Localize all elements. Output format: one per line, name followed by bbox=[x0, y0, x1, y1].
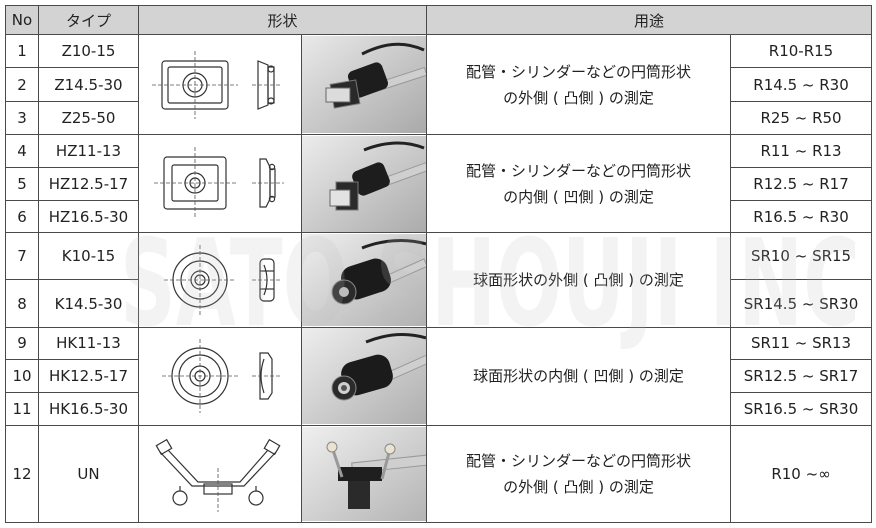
row-type: Z14.5-30 bbox=[38, 67, 139, 102]
row-type: HZ11-13 bbox=[38, 134, 139, 168]
row-type: UN bbox=[38, 424, 139, 524]
k-type-photo-icon bbox=[302, 233, 426, 326]
row-range: R10-R15 bbox=[730, 33, 873, 69]
row-range: R16.5 ~ R30 bbox=[730, 199, 873, 234]
row-no: 2 bbox=[5, 67, 39, 102]
row-type: HZ16.5-30 bbox=[38, 199, 139, 234]
shape-drawing bbox=[138, 33, 302, 136]
table-row: 7 K10-15 bbox=[5, 232, 873, 328]
row-range: SR16.5 ~ SR30 bbox=[730, 391, 873, 426]
usage-line: 配管・シリンダーなどの円筒形状 bbox=[466, 451, 692, 470]
usage-line: 配管・シリンダーなどの円筒形状 bbox=[466, 161, 692, 180]
row-range: SR11 ~ SR13 bbox=[730, 326, 873, 361]
hz-type-photo-icon bbox=[302, 135, 426, 232]
z-type-photo-icon bbox=[302, 36, 426, 134]
row-range: R10 ~∞ bbox=[730, 424, 873, 524]
row-range: R12.5 ~ R17 bbox=[730, 166, 873, 201]
shape-drawing bbox=[138, 326, 302, 426]
row-type: HK12.5-17 bbox=[38, 359, 139, 393]
row-no: 6 bbox=[5, 199, 39, 234]
usage-cell: 球面形状の外側 ( 凸側 ) の測定 bbox=[426, 232, 732, 328]
row-no: 11 bbox=[5, 391, 39, 426]
z-type-drawing-icon bbox=[152, 50, 282, 119]
table-row: 8 K14.5-30 SR14.5 ~ SR30 bbox=[5, 279, 873, 328]
usage-line: 球面形状の外側 ( 凸側 ) の測定 bbox=[473, 270, 684, 289]
shape-drawing bbox=[138, 134, 302, 234]
row-no: 10 bbox=[5, 359, 39, 393]
table-row: 2 Z14.5-30 R14.5 ~ R30 bbox=[5, 67, 873, 102]
un-type-photo-icon bbox=[302, 426, 426, 521]
header-row: No タイプ 形状 用途 bbox=[5, 5, 873, 35]
table-row: 4 HZ11-13 bbox=[5, 134, 873, 234]
row-range: R11 ~ R13 bbox=[730, 134, 873, 168]
un-type-drawing-icon bbox=[155, 438, 281, 512]
usage-cell: 配管・シリンダーなどの円筒形状 の外側 ( 凸側 ) の測定 bbox=[426, 424, 732, 524]
usage-cell: 配管・シリンダーなどの円筒形状 の内側 ( 凹側 ) の測定 bbox=[426, 134, 732, 234]
row-no: 9 bbox=[5, 326, 39, 361]
shape-photo bbox=[300, 232, 428, 328]
table-row: 6 HZ16.5-30 R16.5 ~ R30 bbox=[5, 199, 873, 234]
row-type: K10-15 bbox=[38, 232, 139, 281]
row-type: HZ12.5-17 bbox=[38, 166, 139, 201]
usage-line: 配管・シリンダーなどの円筒形状 bbox=[466, 62, 692, 81]
row-no: 3 bbox=[5, 100, 39, 136]
usage-line: 球面形状の内側 ( 凹側 ) の測定 bbox=[473, 367, 684, 386]
table-row: 12 UN bbox=[5, 424, 873, 524]
row-type: HK16.5-30 bbox=[38, 391, 139, 426]
row-range: SR14.5 ~ SR30 bbox=[730, 279, 873, 328]
usage-line: の内側 ( 凹側 ) の測定 bbox=[503, 187, 654, 206]
spec-table: No タイプ 形状 用途 1 Z10-15 bbox=[5, 5, 873, 524]
row-no: 7 bbox=[5, 232, 39, 281]
row-range: R14.5 ~ R30 bbox=[730, 67, 873, 102]
usage-line: の外側 ( 凸側 ) の測定 bbox=[503, 477, 654, 496]
row-no: 12 bbox=[5, 424, 39, 524]
shape-drawing bbox=[138, 424, 302, 524]
row-range: R25 ~ R50 bbox=[730, 100, 873, 136]
shape-photo bbox=[300, 134, 428, 234]
k-type-drawing-icon bbox=[164, 244, 282, 315]
hk-type-drawing-icon bbox=[162, 339, 282, 414]
row-no: 8 bbox=[5, 279, 39, 328]
hz-type-drawing-icon bbox=[154, 146, 284, 219]
row-no: 1 bbox=[5, 33, 39, 69]
row-type: HK11-13 bbox=[38, 326, 139, 361]
table-row: 9 HK11-13 bbox=[5, 326, 873, 426]
shape-photo bbox=[300, 326, 428, 426]
table-row: 1 Z10-15 bbox=[5, 33, 873, 136]
row-range: SR10 ~ SR15 bbox=[730, 232, 873, 281]
header-usage: 用途 bbox=[426, 5, 873, 35]
header-no: No bbox=[5, 5, 39, 35]
hk-type-photo-icon bbox=[302, 328, 426, 425]
table-row: 3 Z25-50 R25 ~ R50 bbox=[5, 100, 873, 136]
row-no: 5 bbox=[5, 166, 39, 201]
row-no: 4 bbox=[5, 134, 39, 168]
shape-photo bbox=[300, 33, 428, 136]
row-type: Z10-15 bbox=[38, 33, 139, 69]
usage-line: の外側 ( 凸側 ) の測定 bbox=[503, 88, 654, 107]
shape-photo bbox=[300, 424, 428, 524]
table-row: 5 HZ12.5-17 R12.5 ~ R17 bbox=[5, 166, 873, 201]
header-shape: 形状 bbox=[137, 5, 428, 35]
row-range: SR12.5 ~ SR17 bbox=[730, 359, 873, 393]
row-type: Z25-50 bbox=[38, 100, 139, 136]
usage-cell: 球面形状の内側 ( 凹側 ) の測定 bbox=[426, 326, 732, 426]
shape-drawing bbox=[138, 232, 302, 328]
usage-cell: 配管・シリンダーなどの円筒形状 の外側 ( 凸側 ) の測定 bbox=[426, 33, 732, 136]
header-type: タイプ bbox=[38, 5, 139, 35]
row-type: K14.5-30 bbox=[38, 279, 139, 328]
